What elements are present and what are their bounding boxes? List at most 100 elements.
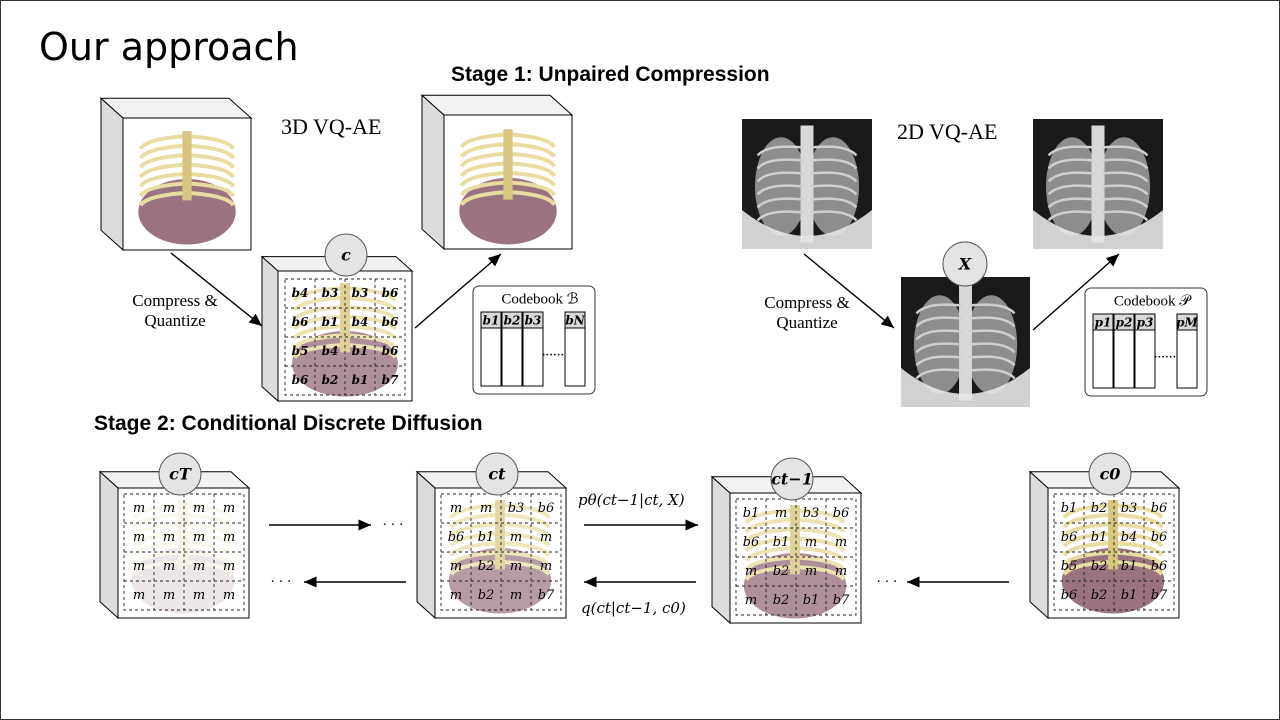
diffusion-cube-2-cell: b1 xyxy=(773,535,790,550)
diffusion-cube-3-cell: b6 xyxy=(1061,530,1078,545)
arrow-decode-2d xyxy=(1032,253,1120,331)
codebook-p-entry: pM xyxy=(1176,316,1198,330)
diffusion-cube-3-cell: b1 xyxy=(1121,588,1138,603)
stage2-title: Stage 2: Conditional Discrete Diffusion xyxy=(94,412,483,435)
diffusion-cube-3-cell: b3 xyxy=(1121,501,1138,516)
diffusion-cube-3-cell: b6 xyxy=(1151,559,1168,574)
latent-c-cell: b4 xyxy=(292,286,309,300)
diffusion-cube-0-cell: m xyxy=(163,530,175,545)
diffusion-cube-3-cell: b6 xyxy=(1061,588,1078,603)
diffusion-cube-2-cell: m xyxy=(805,535,817,550)
diffusion-cube-1-cell: m xyxy=(450,588,462,603)
diffusion-cube-1-label: ct xyxy=(475,452,519,496)
compress-label-3d: Compress & Quantize xyxy=(105,291,245,331)
diffusion-cube-0-cell: m xyxy=(223,559,235,574)
reverse-process-label: q(ct|ct−1, c0) xyxy=(581,599,686,617)
codebook-p-entry: p3 xyxy=(1137,316,1154,330)
diffusion-cube-3-cell: b7 xyxy=(1151,588,1168,603)
diffusion-cube-2-cell: m xyxy=(775,506,787,521)
diffusion-cube-0-cell: m xyxy=(133,559,145,574)
codebook-b-entry: b2 xyxy=(504,314,521,328)
xray-input xyxy=(742,119,872,249)
latent-c-cell: b1 xyxy=(352,373,369,387)
latent-c-cell: b6 xyxy=(382,315,399,329)
latent-c-cell: b3 xyxy=(352,286,369,300)
diffusion-cube-1-cell: b2 xyxy=(478,588,495,603)
diffusion-cube-2-cell: b3 xyxy=(803,506,820,521)
compress-label-2d: Compress & Quantize xyxy=(737,293,877,333)
diffusion-cube-1-cell: m xyxy=(540,559,552,574)
latent-c-cell: b5 xyxy=(292,344,309,358)
diffusion-cube-2-cell: b1 xyxy=(743,506,760,521)
codebook-p-ellipsis: ...... xyxy=(1154,345,1177,361)
codebook-p-title: Codebook 𝒫 xyxy=(1114,293,1192,309)
codebook-p-entry: p2 xyxy=(1116,316,1133,330)
diffusion-cube-3-cell: b4 xyxy=(1121,530,1138,545)
diffusion-cube-0-cell: m xyxy=(163,501,175,516)
diffusion-cube-3-cell: b6 xyxy=(1151,530,1168,545)
codebook-p-entry: p1 xyxy=(1095,316,1112,330)
stage1-title: Stage 1: Unpaired Compression xyxy=(451,63,770,86)
diffusion-cube-1-label-text: ct xyxy=(488,465,506,484)
diffusion-cube-0-cell: m xyxy=(223,501,235,516)
compress-label-2d-line1: Compress & xyxy=(764,293,850,312)
codebook-p: Codebook 𝒫p1 p2 p3 pM...... xyxy=(1084,287,1208,397)
diffusion-cube-1-cell: b7 xyxy=(538,588,555,603)
diffusion-cube-1-cell: b2 xyxy=(478,559,495,574)
ct-volume-output xyxy=(420,94,574,251)
diffusion-cube-0-cell: m xyxy=(223,530,235,545)
ellipsis-stage2-3: · · · xyxy=(877,575,898,590)
diffusion-cube-0-cell: m xyxy=(133,588,145,603)
latent-x-label-text: X xyxy=(958,255,972,274)
codebook-b-entry: bN xyxy=(565,314,585,328)
diffusion-cube-1-cell: m xyxy=(510,530,522,545)
diffusion-cube-0-cell: m xyxy=(193,501,205,516)
diffusion-cube-2-cell: m xyxy=(835,564,847,579)
latent-c-cell: b4 xyxy=(352,315,369,329)
diffusion-cube-0-label: cT xyxy=(158,452,202,496)
diffusion-cube-1-cell: m xyxy=(540,530,552,545)
forward-process-label: pθ(ct−1|ct, X) xyxy=(578,491,685,509)
arrow-compress-2d xyxy=(803,253,895,329)
diffusion-cube-1-cell: m xyxy=(510,559,522,574)
diffusion-cube-3-cell: b5 xyxy=(1061,559,1078,574)
diffusion-cube-3-cell: b2 xyxy=(1091,588,1108,603)
diffusion-cube-2-cell: m xyxy=(745,564,757,579)
diffusion-cube-0-cell: m xyxy=(163,588,175,603)
diffusion-cube-1-cell: m xyxy=(450,501,462,516)
diffusion-cube-2-cell: b7 xyxy=(833,593,850,608)
vqae-2d-label: 2D VQ-AE xyxy=(897,119,998,144)
latent-c-label: c xyxy=(324,233,368,277)
diffusion-cube-2-cell: m xyxy=(835,535,847,550)
diffusion-cube-2-cell: b2 xyxy=(773,593,790,608)
ellipsis-stage2-1: · · · xyxy=(383,518,404,533)
diffusion-cube-3-cell: b1 xyxy=(1121,559,1138,574)
diffusion-cube-1-cell: b6 xyxy=(538,501,555,516)
arrow-decode-3d xyxy=(414,253,502,329)
diffusion-cube-3-cell: b2 xyxy=(1091,501,1108,516)
diffusion-cube-2-cell: b2 xyxy=(773,564,790,579)
compress-label-2d-line2: Quantize xyxy=(776,313,838,332)
slide-title: Our approach xyxy=(39,25,299,69)
compress-label-3d-line1: Compress & xyxy=(132,291,218,310)
diffusion-cube-0-cell: m xyxy=(193,530,205,545)
diffusion-cube-2-label: ct−1 xyxy=(770,457,814,501)
ct-volume-input xyxy=(99,97,253,252)
diffusion-cube-2-cell: b6 xyxy=(833,506,850,521)
diffusion-cube-1-cell: b6 xyxy=(448,530,465,545)
latent-c-cell: b3 xyxy=(322,286,339,300)
diffusion-cube-3-cell: b2 xyxy=(1091,559,1108,574)
diffusion-cube-2-cell: b1 xyxy=(803,593,820,608)
xray-output xyxy=(1033,119,1163,249)
latent-c-cell: b1 xyxy=(322,315,339,329)
latent-c-cell: b6 xyxy=(382,344,399,358)
codebook-b-ellipsis: ...... xyxy=(542,343,565,359)
diffusion-cube-2-label-text: ct−1 xyxy=(771,470,813,489)
latent-c-cell: b1 xyxy=(352,344,369,358)
codebook-b-entry: b1 xyxy=(483,314,500,328)
